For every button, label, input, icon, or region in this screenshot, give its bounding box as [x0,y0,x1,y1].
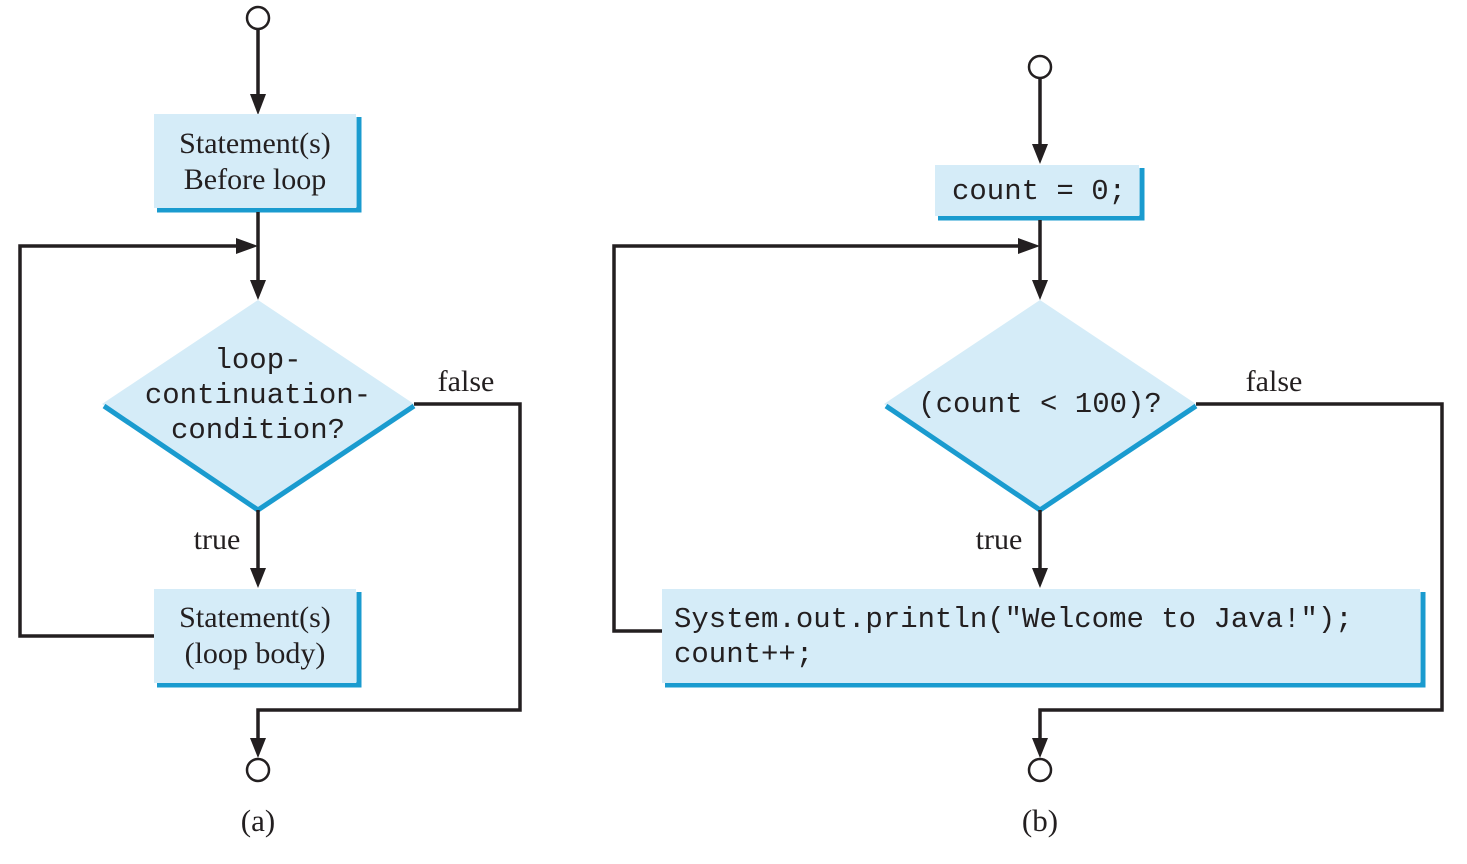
end-terminal-b [1027,757,1053,783]
loop-body-line1: Statement(s) [179,601,331,634]
condition-diamond-b: (count < 100)? [884,300,1198,514]
before-loop-line2: Before loop [184,163,326,196]
arrowhead [1032,568,1048,588]
arrowhead [1032,280,1048,300]
false-label-b: false [1246,365,1303,398]
false-label-a: false [438,365,495,398]
condition-line3: condition? [171,414,345,447]
caption-b: (b) [1022,803,1058,838]
condition-diamond-a: loop- continuation- condition? [102,300,416,514]
loop-body-line2: (loop body) [185,637,326,670]
flowchart-a: Statement(s) Before loop loop- continuat… [18,5,522,838]
loop-body-box: Statement(s) (loop body) [154,589,362,688]
loop-body-box-b: System.out.println("Welcome to Java!"); … [662,589,1426,688]
arrowhead [250,738,266,758]
flowchart-b: count = 0; (count < 100)? false true Sys… [612,54,1444,838]
true-label-a: true [194,523,241,556]
before-loop-line1: Statement(s) [179,127,331,160]
arrowhead [1032,144,1048,164]
start-terminal-a [245,5,271,31]
arrowhead [250,94,266,115]
arrowhead [250,568,266,588]
start-terminal-b [1027,54,1053,80]
true-label-b: true [976,523,1023,556]
arrowhead [1018,238,1040,254]
init-text: count = 0; [952,175,1126,208]
arrowhead [236,238,258,254]
before-loop-box: Statement(s) Before loop [154,114,362,213]
loop-body-b-line1: System.out.println("Welcome to Java!"); [674,603,1353,636]
loop-body-b-line2: count++; [674,638,813,671]
init-box: count = 0; [935,165,1145,221]
arrowhead [1032,738,1048,758]
arrowhead [250,280,266,300]
condition-line2: continuation- [145,379,371,412]
end-terminal-a [245,757,271,783]
condition-text-b: (count < 100)? [918,388,1162,421]
condition-line1: loop- [214,344,301,377]
caption-a: (a) [241,803,275,838]
